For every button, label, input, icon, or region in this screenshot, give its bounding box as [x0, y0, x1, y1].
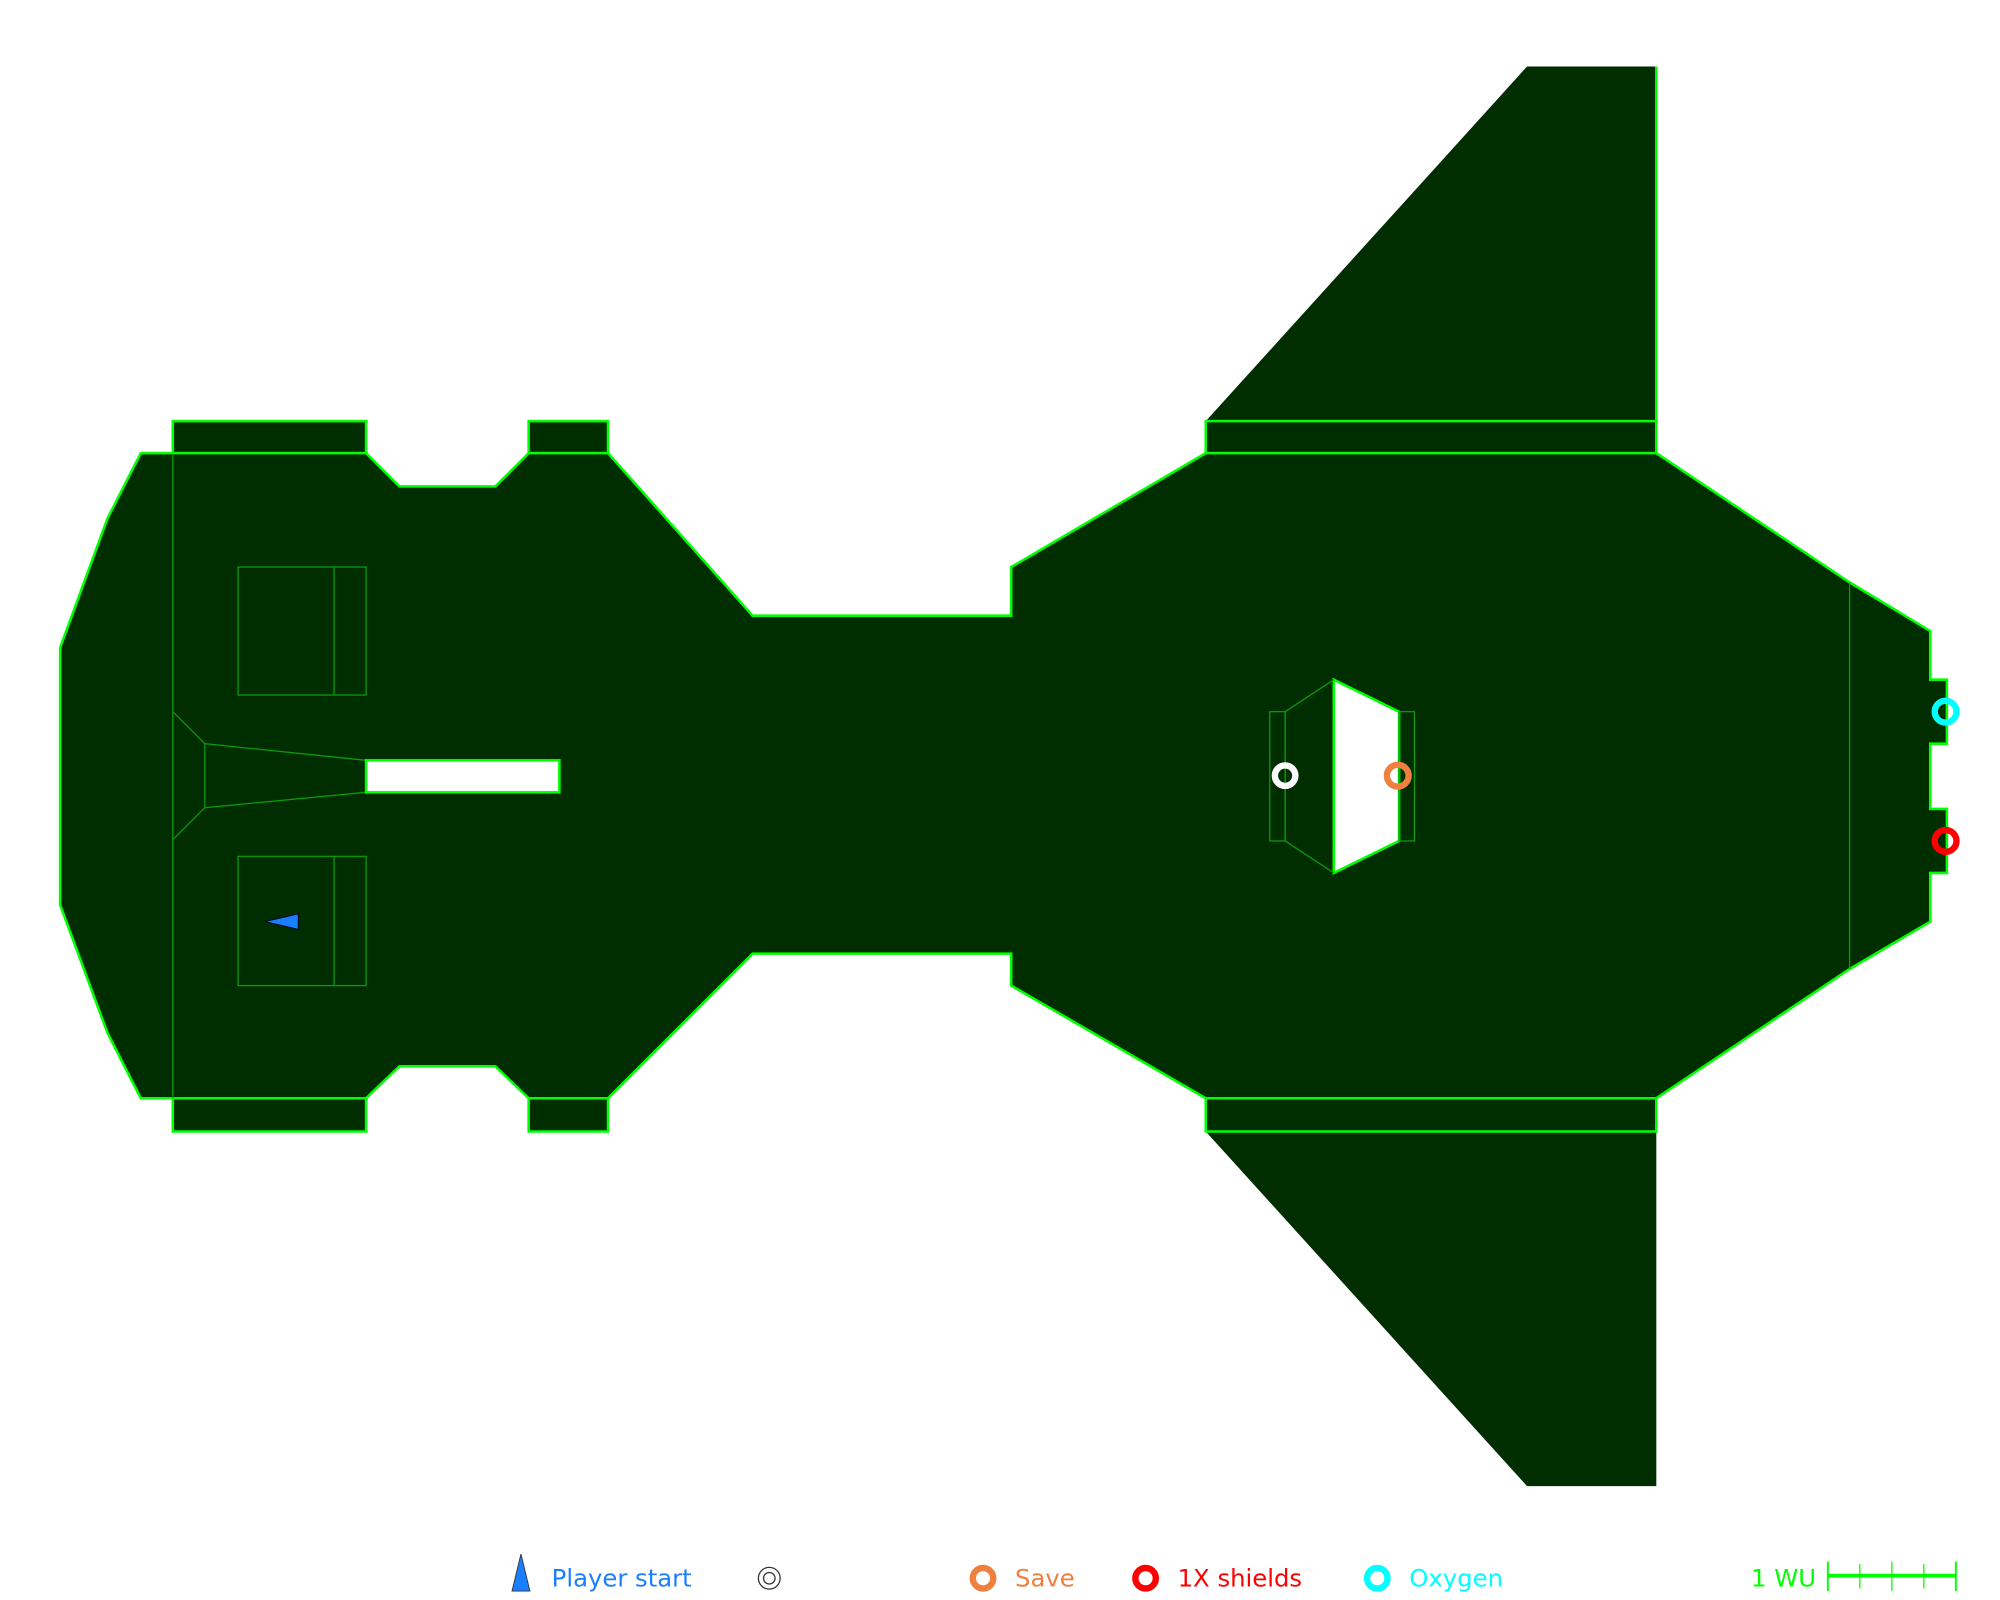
player-start-legend-icon: [511, 1553, 531, 1592]
hull: [58, 419, 1949, 1133]
legend-save: Save: [1015, 1564, 1075, 1593]
top-wing: [1205, 66, 1657, 422]
save-ring-icon[interactable]: [1383, 761, 1412, 790]
legend-oxygen: Oxygen: [1409, 1564, 1503, 1593]
room-upper: [237, 566, 367, 696]
center-frame: [1269, 711, 1286, 842]
bottom-wing: [1205, 1131, 1657, 1487]
legend-shields: 1X shields: [1178, 1564, 1303, 1593]
shields-legend-icon: [1132, 1564, 1160, 1592]
scale-bar: [1826, 1561, 1957, 1592]
checkpoint-legend-icon: [757, 1566, 781, 1590]
oxygen-legend-icon: [1363, 1564, 1391, 1592]
ship-layout: [58, 66, 1949, 1487]
room-lower: [237, 855, 367, 987]
center-frame: [1398, 711, 1416, 842]
legend: Player start Save 1X shields Oxygen 1 WU: [511, 1553, 1957, 1593]
shields-ring-icon[interactable]: [1931, 826, 1960, 856]
oxygen-ring-icon[interactable]: [1931, 697, 1960, 726]
save-legend-icon: [969, 1564, 997, 1592]
checkpoint-legend-icon-inner: [762, 1571, 776, 1585]
legend-player-start: Player start: [552, 1564, 692, 1593]
checkpoint-ring-icon[interactable]: [1271, 762, 1299, 790]
slot-opening: [364, 759, 561, 794]
markers: [264, 697, 1960, 930]
player-start-arrow-icon[interactable]: [264, 913, 299, 930]
scale-label: 1 WU: [1751, 1564, 1816, 1593]
